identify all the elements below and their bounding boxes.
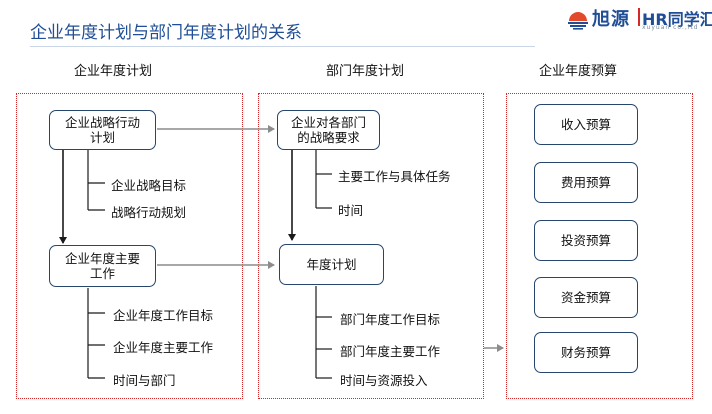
title-divider — [30, 46, 535, 47]
node-requirement-line2: 的战略要求 — [297, 130, 360, 145]
node-strategy-line1: 企业战略行动 — [64, 115, 140, 130]
node-income-budget: 收入预算 — [534, 104, 638, 145]
sunrise-logo-icon — [568, 12, 588, 30]
leaf-strategy-action-planning: 战略行动规划 — [111, 205, 187, 220]
logo-separator — [638, 8, 640, 26]
heading-enterprise-plan: 企业年度计划 — [74, 64, 153, 79]
node-expense-budget: 费用预算 — [534, 162, 638, 203]
leaf-main-work-and-tasks: 主要工作与具体任务 — [338, 169, 451, 184]
page-title: 企业年度计划与部门年度计划的关系 — [30, 23, 302, 43]
brand-logo: 旭源 HR同学汇 xuyuan co.,ltd — [566, 4, 712, 31]
panel-enterprise-plan — [16, 93, 243, 399]
logo-text-cn: 旭源 — [592, 9, 630, 30]
node-enterprise-annual-work: 企业年度主要 工作 — [49, 245, 156, 287]
leaf-enterprise-annual-main-work: 企业年度主要工作 — [113, 340, 214, 355]
leaf-time: 时间 — [338, 203, 364, 218]
leaf-time-and-resources: 时间与资源投入 — [340, 373, 428, 388]
node-requirement-line1: 企业对各部门 — [290, 115, 366, 130]
heading-department-plan: 部门年度计划 — [326, 64, 405, 79]
node-department-requirement: 企业对各部门 的战略要求 — [277, 110, 380, 150]
node-fund-budget: 资金预算 — [534, 277, 638, 318]
node-annual-work-line2: 工作 — [89, 266, 115, 281]
node-department-annual-plan: 年度计划 — [279, 244, 384, 285]
leaf-department-annual-goal: 部门年度工作目标 — [340, 312, 441, 327]
node-investment-budget: 投资预算 — [534, 220, 638, 261]
leaf-enterprise-strategy-goal: 企业战略目标 — [111, 178, 187, 193]
leaf-enterprise-annual-goal: 企业年度工作目标 — [113, 308, 214, 323]
logo-text-en: HR同学汇 — [642, 10, 712, 29]
node-strategy-line2: 计划 — [89, 130, 115, 145]
heading-annual-budget: 企业年度预算 — [539, 64, 618, 79]
panel-annual-budget — [506, 93, 693, 399]
logo-subtext: xuyuan co.,ltd — [642, 24, 699, 31]
node-strategy-action-plan: 企业战略行动 计划 — [49, 110, 156, 150]
leaf-department-annual-main-work: 部门年度主要工作 — [340, 344, 441, 359]
panel-department-plan — [258, 93, 484, 399]
node-annual-work-line1: 企业年度主要 — [64, 251, 140, 266]
node-financial-budget: 财务预算 — [534, 332, 638, 373]
leaf-time-and-department: 时间与部门 — [113, 373, 176, 388]
